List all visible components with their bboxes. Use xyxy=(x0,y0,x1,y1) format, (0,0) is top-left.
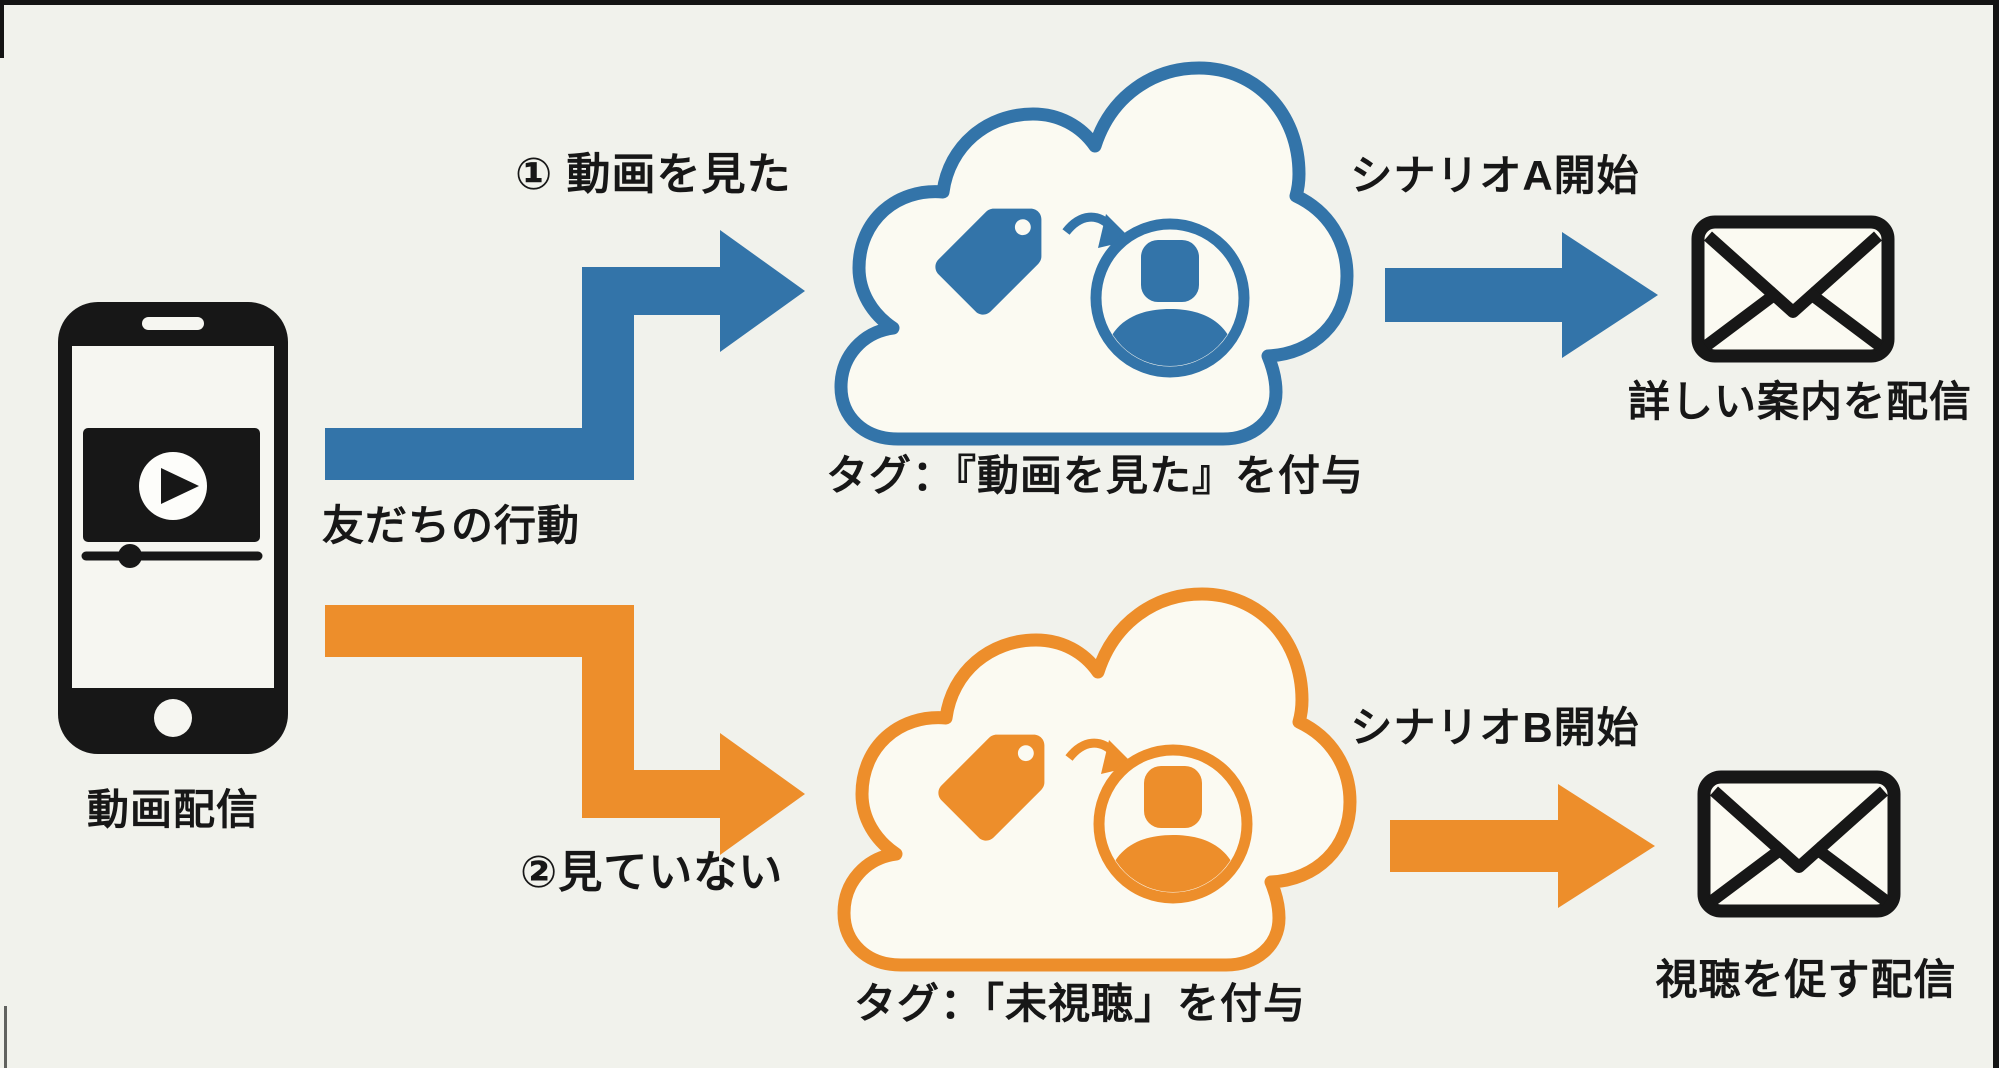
branch-a-delivery-label: 詳しい案内を配信 xyxy=(1627,378,1972,425)
straight-arrow-branch-a xyxy=(1385,232,1658,358)
cloud-tagging-b xyxy=(837,587,1357,972)
user-icon xyxy=(1093,744,1253,904)
straight-arrow-icon xyxy=(1390,784,1655,908)
scan-edge-top xyxy=(0,0,1999,5)
friend-action-label: 友だちの行動 xyxy=(322,502,581,549)
tag-icon xyxy=(938,734,1045,841)
scan-edge-left xyxy=(0,0,4,58)
smartphone-video-icon xyxy=(58,302,288,754)
branch-b-scenario-label: シナリオB開始 xyxy=(1350,704,1640,751)
elbow-arrow-branch-a xyxy=(325,230,805,480)
straight-arrow-icon xyxy=(1385,232,1658,358)
scan-edge-right xyxy=(1993,0,1999,1068)
elbow-arrow-branch-b xyxy=(325,605,805,855)
user-icon xyxy=(1090,218,1250,378)
elbow-arrow-icon xyxy=(325,605,805,855)
cloud-icon xyxy=(837,587,1357,972)
branch-b-trigger-label: ②見ていない xyxy=(520,848,784,897)
straight-arrow-branch-b xyxy=(1390,784,1655,908)
video-progress-dot xyxy=(118,544,142,568)
elbow-arrow-icon xyxy=(325,230,805,480)
branch-a-tag-label: タグ：『動画を見た』を付与 xyxy=(825,452,1364,499)
branch-a-trigger-label: ① 動画を見た xyxy=(515,150,792,199)
branch-b-delivery-label: 視聴を促す配信 xyxy=(1655,956,1957,1003)
cloud-tagging-a xyxy=(834,61,1354,446)
envelope-icon-b xyxy=(1697,770,1901,918)
cloud-icon xyxy=(834,61,1354,446)
scan-edge-bottom-left xyxy=(4,1006,7,1068)
phone-speaker xyxy=(142,317,204,330)
tag-icon xyxy=(935,208,1042,315)
branch-a-scenario-label: シナリオA開始 xyxy=(1350,152,1640,199)
source-label: 動画配信 xyxy=(86,786,259,833)
phone-home-button xyxy=(154,699,192,737)
branch-b-tag-label: タグ：「未視聴」を付与 xyxy=(853,980,1306,1027)
envelope-icon-a xyxy=(1691,215,1895,363)
play-icon xyxy=(161,468,199,504)
